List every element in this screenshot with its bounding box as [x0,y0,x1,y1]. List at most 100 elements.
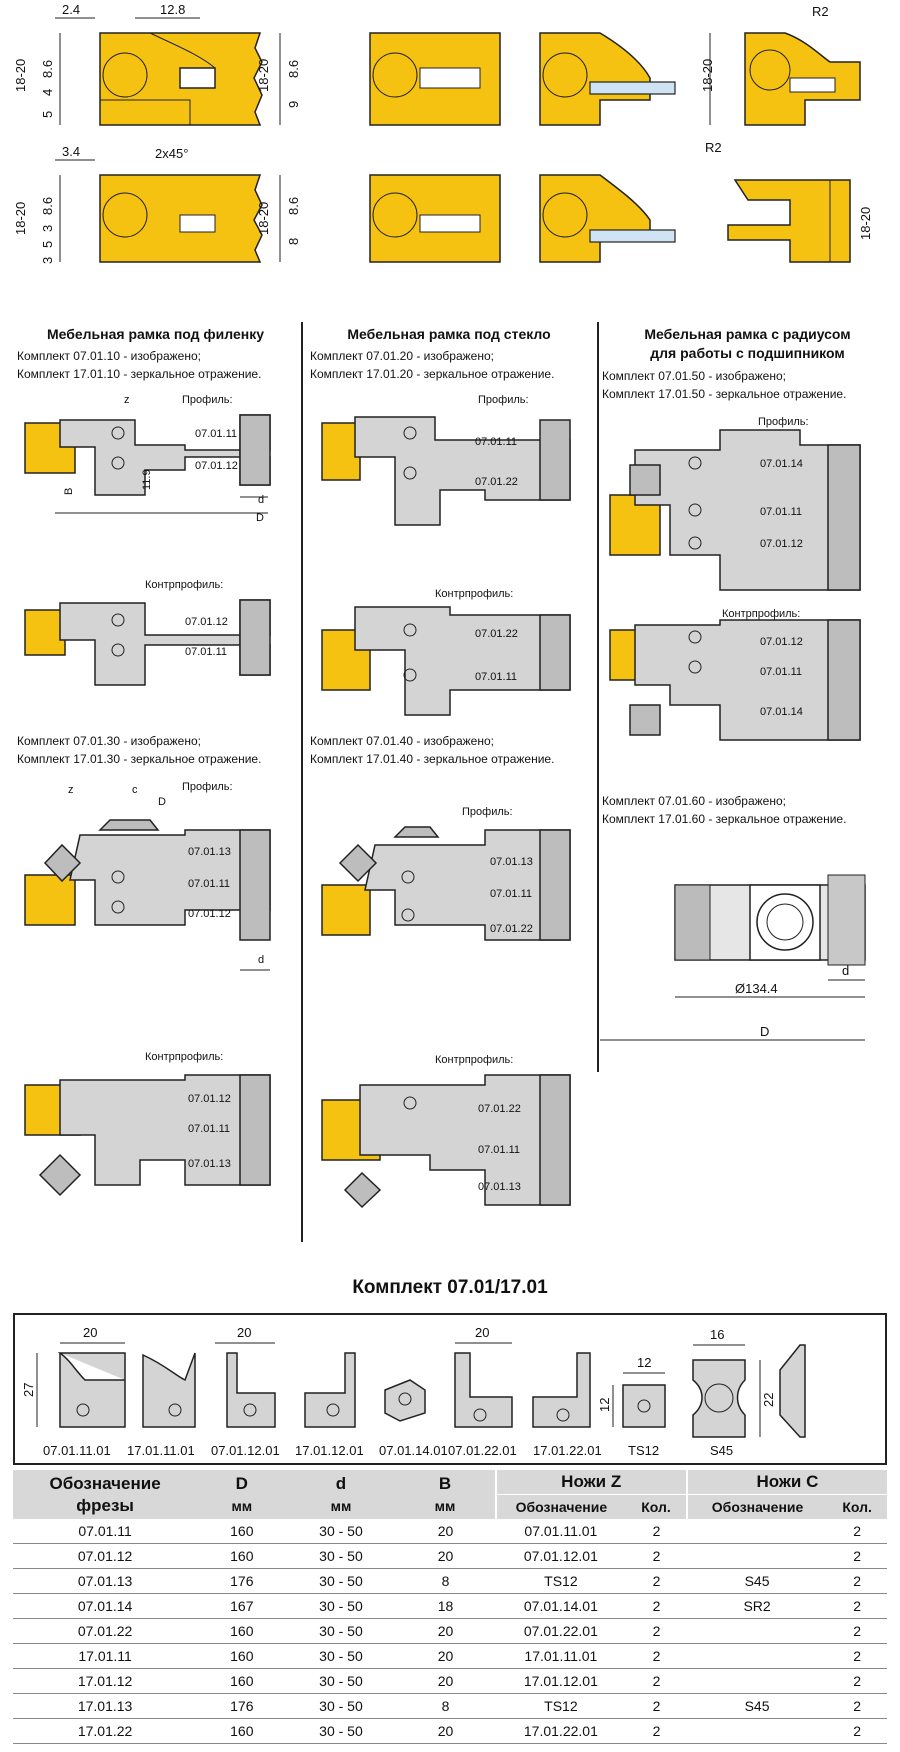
table-cell: 20 [395,1618,496,1644]
table-cell: 20 [395,1543,496,1569]
col3-profile-label-a: Профиль: [758,416,809,428]
col2-counter-label-a: Контрпрофиль: [435,588,513,600]
knives-drawings: 20 27 20 20 12 12 16 22 [21,1325,806,1438]
dim-18-20-e: 18-20 [256,202,271,235]
knife-label-3: 07.01.12.01 [211,1443,280,1458]
dim-2.4: 2.4 [62,2,80,17]
table-cell: 17.01.11.01 [495,1643,627,1669]
table-cell: S45 [686,1568,828,1594]
table-cell: TS12 [495,1568,627,1594]
table-cell: 07.01.11 [13,1519,198,1544]
table-cell: 176 [197,1568,287,1594]
table-cell: 160 [197,1618,287,1644]
col1-dim-c: c [132,784,138,796]
col1-counter-label-a: Контрпрофиль: [145,579,223,591]
col2-kit-b-line2: Комплект 17.01.40 - зеркальное отражение… [310,752,555,766]
table-cell: 07.01.22.01 [495,1618,627,1644]
dim-8.6-a: 8.6 [40,60,55,78]
col1-cutter-b4: 07.01.12 [188,1093,231,1105]
dim-2x45: 2x45° [155,146,188,161]
dim-18-20-b: 18-20 [256,59,271,92]
col1-cutter-b2: 07.01.11 [188,878,230,890]
th-z-qty: Кол. [626,1494,687,1519]
col3-cutter-a4: 07.01.12 [760,636,803,648]
dim-3-b: 3 [40,257,55,264]
table-cell: 160 [197,1543,287,1569]
table-cell: 2 [827,1693,887,1719]
profile-drawing-1 [99,32,263,126]
dim-18-20-c: 18-20 [700,59,715,92]
table-cell: 2 [626,1543,687,1569]
knife-dim-20-c: 20 [475,1325,489,1340]
knife-dim-27: 27 [21,1383,36,1397]
table-cell: 2 [626,1618,687,1644]
profile-drawing-8 [727,179,851,263]
table-cell: 8 [395,1568,496,1594]
table-cell: 17.01.12.01 [495,1668,627,1694]
col2-profile-label-b: Профиль: [462,806,513,818]
table-cell: 17.01.22 [13,1718,198,1744]
knife-dim-16: 16 [710,1327,724,1342]
table-cell: 2 [827,1568,887,1594]
col3-cutter-a6: 07.01.14 [760,706,803,718]
col2-cutter-a3: 07.01.22 [475,628,518,640]
knife-label-4: 17.01.12.01 [295,1443,364,1458]
table-cell: 2 [626,1693,687,1719]
table-cell [686,1718,828,1744]
col3-kit-b-line1: Комплект 07.01.60 - изображено; [602,794,786,808]
table-cell: 17.01.22.01 [495,1718,627,1744]
table-cell [686,1519,828,1544]
col3-bearing-diagram: Ø134.4 d D [600,874,866,1041]
table-cell: 167 [197,1593,287,1619]
col3-dim-diam: Ø134.4 [735,981,778,996]
th-knives-z: Ножи Z [494,1470,687,1495]
table-cell [686,1543,828,1569]
table-cell: 2 [626,1668,687,1694]
profile-drawing-7 [539,174,676,263]
profile-drawing-6 [369,174,501,263]
col2-cutter-a1: 07.01.11 [475,436,517,448]
col1-dim-z: z [124,394,130,406]
knives-box: 20 27 20 20 12 12 16 22 07.01.11.01 17.0… [13,1313,887,1465]
knife-dim-20-a: 20 [83,1325,97,1340]
col2-cutter-b4: 07.01.22 [478,1103,521,1115]
table-cell: 2 [626,1519,687,1544]
table-cell: 8 [395,1693,496,1719]
column-separator-2 [597,322,599,1072]
profile-drawing-5 [99,174,263,263]
col1-title: Мебельная рамка под филенку [46,326,265,342]
table-cell: 176 [197,1693,287,1719]
knife-dim-20-b: 20 [237,1325,251,1340]
table-cell: 2 [827,1643,887,1669]
col2-kit-a-line2: Комплект 17.01.20 - зеркальное отражение… [310,367,555,381]
col1-cutter-a3: 07.01.12 [185,616,228,628]
col1-diagrams-b: Профиль: z c D 07.01.13 07.01.11 07.01.1… [24,781,271,1197]
column-separator-1 [301,322,303,1242]
table-cell: 07.01.11.01 [495,1519,627,1544]
dim-R2-a: R2 [812,4,829,19]
col3-kit-a-line1: Комплект 07.01.50 - изображено; [602,369,786,383]
col2-kit-b-line1: Комплект 07.01.40 - изображено; [310,734,494,748]
col3-title-line1: Мебельная рамка с радиусом [644,326,851,342]
dim-8.6-d: 8.6 [286,197,301,215]
col3-kit-a-line2: Комплект 17.01.50 - зеркальное отражение… [602,387,847,401]
table-cell: 160 [197,1519,287,1544]
col1-dim-D: D [256,512,264,524]
table-cell: 30 - 50 [286,1543,396,1569]
th-z-designation: Обозначение [494,1494,627,1519]
table-cell: 30 - 50 [286,1718,396,1744]
col2-kit-a-line1: Комплект 07.01.20 - изображено; [310,349,494,363]
table-cell: SR2 [686,1593,828,1619]
dim-9: 9 [286,101,301,108]
knife-label-5: 07.01.14.01 [379,1443,448,1458]
table-cell: 20 [395,1643,496,1669]
table-cell: 30 - 50 [286,1519,396,1544]
